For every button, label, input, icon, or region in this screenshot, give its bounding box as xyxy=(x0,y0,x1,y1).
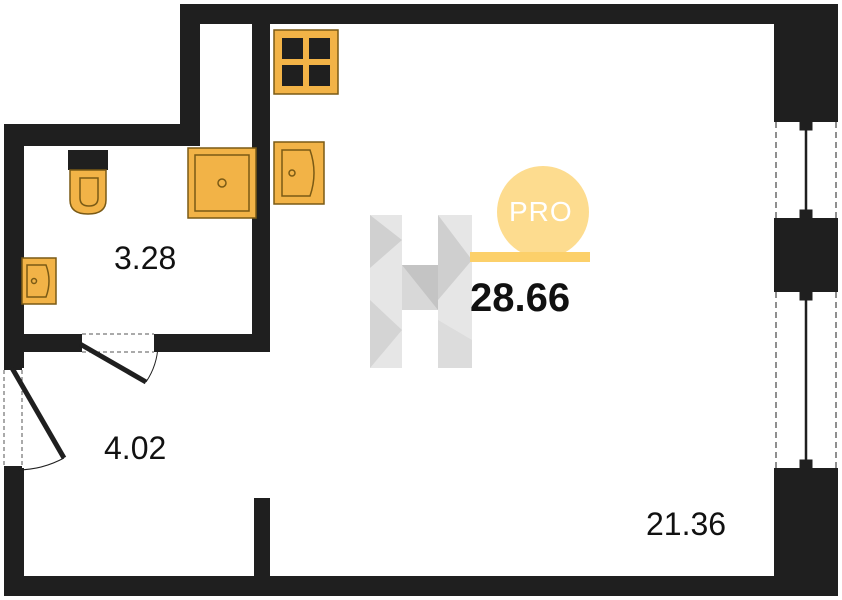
wall-shaft-left xyxy=(180,4,200,129)
bathroom-door xyxy=(72,333,164,385)
wall-left-upper xyxy=(4,124,24,368)
room-area-living-room: 21.36 xyxy=(646,506,727,542)
walls xyxy=(4,4,838,596)
pro-badge xyxy=(470,166,590,262)
wall-bottom xyxy=(4,576,838,596)
sink-icon xyxy=(273,141,325,205)
room-area-hallway: 4.02 xyxy=(104,430,167,466)
wall-right-bottom xyxy=(774,468,838,596)
brand-logo-icon xyxy=(370,215,472,368)
wall-top xyxy=(180,4,838,24)
wall-right-top xyxy=(774,4,838,122)
wall-bathroom-bottom-left xyxy=(4,334,78,352)
wall-partition-upper xyxy=(252,4,270,352)
room-area-bathroom: 3.28 xyxy=(114,240,177,276)
windows xyxy=(775,121,837,469)
kitchen-stove-icon xyxy=(273,29,339,95)
wall-right-middle xyxy=(774,218,838,292)
window-lower xyxy=(775,291,837,469)
entrance-door xyxy=(3,360,67,476)
shower-tray-icon xyxy=(187,147,257,219)
wall-left-lower xyxy=(4,468,24,596)
wall-stub xyxy=(254,498,270,578)
toilet-icon xyxy=(68,150,108,215)
badge-label: PRO xyxy=(509,196,573,227)
bathroom-sink-icon xyxy=(21,257,57,305)
total-area: 28.66 xyxy=(470,276,571,320)
wall-bathroom-bottom-right xyxy=(160,334,270,352)
wall-bathroom-top xyxy=(4,124,200,146)
window-upper xyxy=(775,121,837,219)
